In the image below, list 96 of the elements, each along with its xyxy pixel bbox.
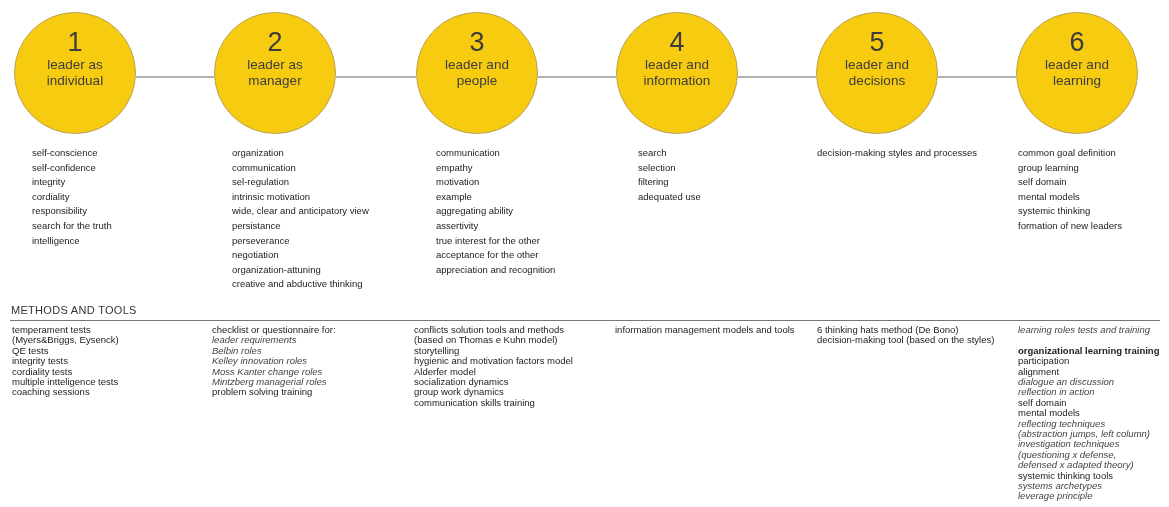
- step-number: 2: [267, 27, 283, 57]
- list-item: persistance: [232, 218, 281, 233]
- list-item: creative and abductive thinking: [232, 277, 363, 292]
- step-title: leader and information: [642, 57, 712, 89]
- method-item: investigation techniques: [1018, 439, 1120, 450]
- list-item: example: [436, 189, 472, 204]
- list-item: cordiality: [32, 189, 70, 204]
- method-item: organizational learning training: [1018, 345, 1160, 356]
- list-item: acceptance for the other: [436, 248, 539, 263]
- list-item: appreciation and recognition: [436, 262, 556, 277]
- method-item: alignment: [1018, 366, 1060, 377]
- list-item: filtering: [638, 175, 669, 190]
- method-item: learning roles tests and training: [1018, 325, 1151, 336]
- method-item: dialogue an discussion: [1018, 377, 1115, 388]
- list-item: responsibility: [32, 204, 87, 219]
- list-item: adequated use: [638, 189, 701, 204]
- method-item: systems archetypes: [1018, 481, 1102, 492]
- method-item: reflection in action: [1018, 387, 1095, 398]
- list-item: selection: [638, 160, 676, 175]
- method-item: Moss Kanter change roles: [212, 366, 323, 377]
- list-item: organization: [232, 146, 284, 160]
- step-number: 4: [669, 27, 685, 57]
- step-title: leader as individual: [45, 57, 105, 89]
- section-heading: METHODS AND TOOLS: [11, 304, 137, 316]
- list-item: negotiation: [232, 248, 279, 263]
- list-item: intrinsic motivation: [232, 189, 311, 204]
- list-item: motivation: [436, 175, 480, 190]
- method-item: socialization dynamics: [414, 377, 509, 388]
- method-item: (based on Thomas e Kuhn model): [414, 335, 558, 346]
- list-item: true interest for the other: [436, 233, 541, 248]
- connector-line: [135, 76, 215, 78]
- method-item: problem solving training: [212, 387, 313, 398]
- method-item: storytelling: [414, 345, 460, 356]
- method-item: leader requirements: [212, 335, 297, 346]
- list-item: assertivity: [436, 218, 479, 233]
- step-number: 1: [67, 27, 83, 57]
- method-item: participation: [1018, 356, 1070, 367]
- method-item: information management models and tools: [615, 325, 795, 336]
- list-item: communication: [436, 146, 500, 160]
- method-item: (questioning x defense,: [1018, 449, 1117, 460]
- method-item: defensed x adapted theory): [1018, 460, 1134, 471]
- list-item: intelligence: [32, 233, 80, 248]
- method-item: multiple intteligence tests: [12, 377, 119, 388]
- list-item: empathy: [436, 160, 473, 175]
- connector-line: [937, 76, 1017, 78]
- method-item: decision-making tool (based on the styles): [817, 335, 995, 346]
- method-item: Mintzberg managerial roles: [212, 377, 327, 388]
- method-item: (abstraction jumps, left column): [1018, 429, 1150, 440]
- method-item: mental models: [1018, 408, 1080, 419]
- connector-line: [737, 76, 817, 78]
- list-item: sel-regulation: [232, 175, 290, 190]
- list-item: common goal definition: [1018, 146, 1116, 160]
- list-item: mental models: [1018, 189, 1080, 204]
- method-item: (Myers&Briggs, Eysenck): [12, 335, 119, 346]
- method-item: systemic thinking tools: [1018, 470, 1114, 481]
- method-item: leverage principle: [1018, 491, 1093, 502]
- list-item: group learning: [1018, 160, 1079, 175]
- method-item: hygienic and motivation factors model: [414, 356, 573, 367]
- list-item: perseverance: [232, 233, 290, 248]
- list-item: systemic thinking: [1018, 204, 1091, 219]
- list-item: search for the truth: [32, 218, 112, 233]
- connector-line: [335, 76, 417, 78]
- method-item: Kelley innovation roles: [212, 356, 308, 367]
- list-item: decision-making styles and processes: [817, 146, 977, 160]
- step-title: leader as manager: [246, 57, 304, 89]
- list-item: wide, clear and anticipatory view: [232, 204, 369, 219]
- method-item: temperament tests: [12, 325, 91, 336]
- step-title: leader and decisions: [844, 57, 910, 89]
- method-item: group work dynamics: [414, 387, 504, 398]
- method-item: communication skills training: [414, 397, 535, 408]
- method-item: self domain: [1018, 397, 1067, 408]
- step-number: 6: [1069, 27, 1085, 57]
- method-item: integrity tests: [12, 356, 68, 367]
- list-item: search: [638, 146, 667, 160]
- step-title: leader and learning: [1044, 57, 1110, 89]
- list-item: formation of new leaders: [1018, 218, 1123, 233]
- step-number: 3: [469, 27, 485, 57]
- method-item: Alderfer model: [414, 366, 476, 377]
- method-item: 6 thinking hats method (De Bono): [817, 325, 959, 336]
- list-item: aggregating ability: [436, 204, 514, 219]
- list-item: self-confidence: [32, 160, 96, 175]
- method-item: cordiality tests: [12, 366, 73, 377]
- step-number: 5: [869, 27, 885, 57]
- list-item: integrity: [32, 175, 66, 190]
- list-item: self-conscience: [32, 146, 98, 160]
- list-item: self domain: [1018, 175, 1067, 190]
- method-item: coaching sessions: [12, 387, 90, 398]
- method-item: Belbin roles: [212, 345, 262, 356]
- method-item: conflicts solution tools and methods: [414, 325, 564, 336]
- list-item: communication: [232, 160, 296, 175]
- method-item: checklist or questionnaire for:: [212, 325, 336, 336]
- method-item: QE tests: [12, 345, 49, 356]
- method-item: reflecting techniques: [1018, 418, 1106, 429]
- list-item: organization-attuning: [232, 262, 321, 277]
- connector-line: [537, 76, 617, 78]
- step-title: leader and people: [444, 57, 510, 89]
